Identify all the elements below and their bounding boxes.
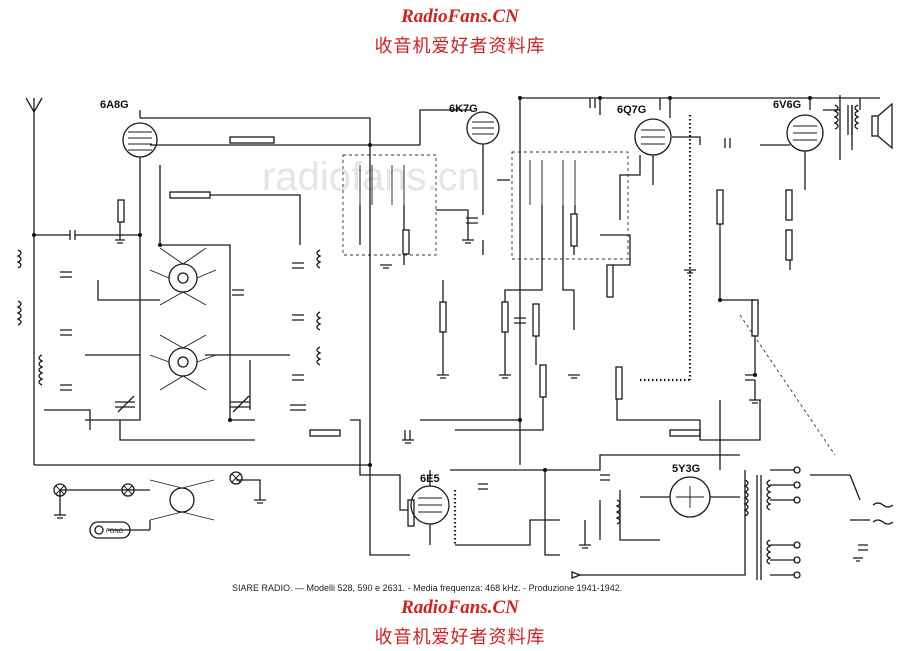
antenna-symbol — [25, 97, 43, 465]
shielded-lead — [453, 115, 692, 545]
junction-dots — [32, 96, 812, 472]
dial-lamps — [53, 471, 243, 497]
tube-6v6g: 6V6G — [773, 99, 824, 190]
tube-label-6e5: 6E5 — [420, 473, 440, 485]
input-switch — [149, 479, 215, 521]
watermark-site-bottom: RadioFans.CN — [401, 597, 519, 618]
tube-label-6q7g: 6Q7G — [617, 104, 646, 116]
phono-socket: FONO — [89, 521, 131, 539]
tube-6k7g: 6K7G — [449, 103, 500, 200]
tube-6q7g: 6Q7G — [617, 104, 672, 185]
rail-wires — [34, 117, 371, 466]
ground-symbols — [54, 239, 863, 562]
filter-choke — [615, 499, 621, 525]
if-transformer-box-2 — [511, 151, 629, 260]
tuning-capacitors — [115, 395, 306, 413]
tube-label-6v6g: 6V6G — [773, 99, 801, 111]
voltage-selector — [793, 466, 801, 579]
output-transformer — [833, 104, 860, 135]
wave-switch-lower — [149, 334, 217, 391]
tube-label-5y3g: 5Y3G — [672, 463, 700, 475]
tube-5y3g: 5Y3G — [669, 463, 711, 518]
tube-6a8g: 6A8G — [100, 99, 158, 200]
power-transformer — [743, 475, 772, 580]
watermark-chinese-bottom: 收音机爱好者资料库 — [374, 627, 546, 648]
ghost-watermark: radiofans.cn — [262, 155, 480, 199]
arrow-icon — [571, 571, 582, 579]
loudspeaker-icon — [871, 102, 893, 150]
tube-6e5: 6E5 — [410, 470, 450, 545]
tube-label-6k7g: 6K7G — [449, 103, 478, 115]
volume-control-link — [739, 314, 836, 456]
if-transformer-box-1 — [342, 154, 437, 256]
schematic-caption: SIARE RADIO. — Modelli 528, 590 e 2631. … — [232, 583, 623, 593]
fono-label: FONO — [106, 529, 124, 535]
watermark-chinese-top: 收音机爱好者资料库 — [374, 36, 546, 57]
connecting-wires — [44, 95, 870, 576]
rf-coils — [16, 249, 322, 386]
watermark-site-top: RadioFans.CN — [401, 6, 519, 27]
mains-plug-icon — [872, 502, 894, 525]
tube-label-6a8g: 6A8G — [100, 99, 129, 111]
wave-switch-upper — [149, 247, 217, 306]
capacitors — [34, 98, 868, 551]
